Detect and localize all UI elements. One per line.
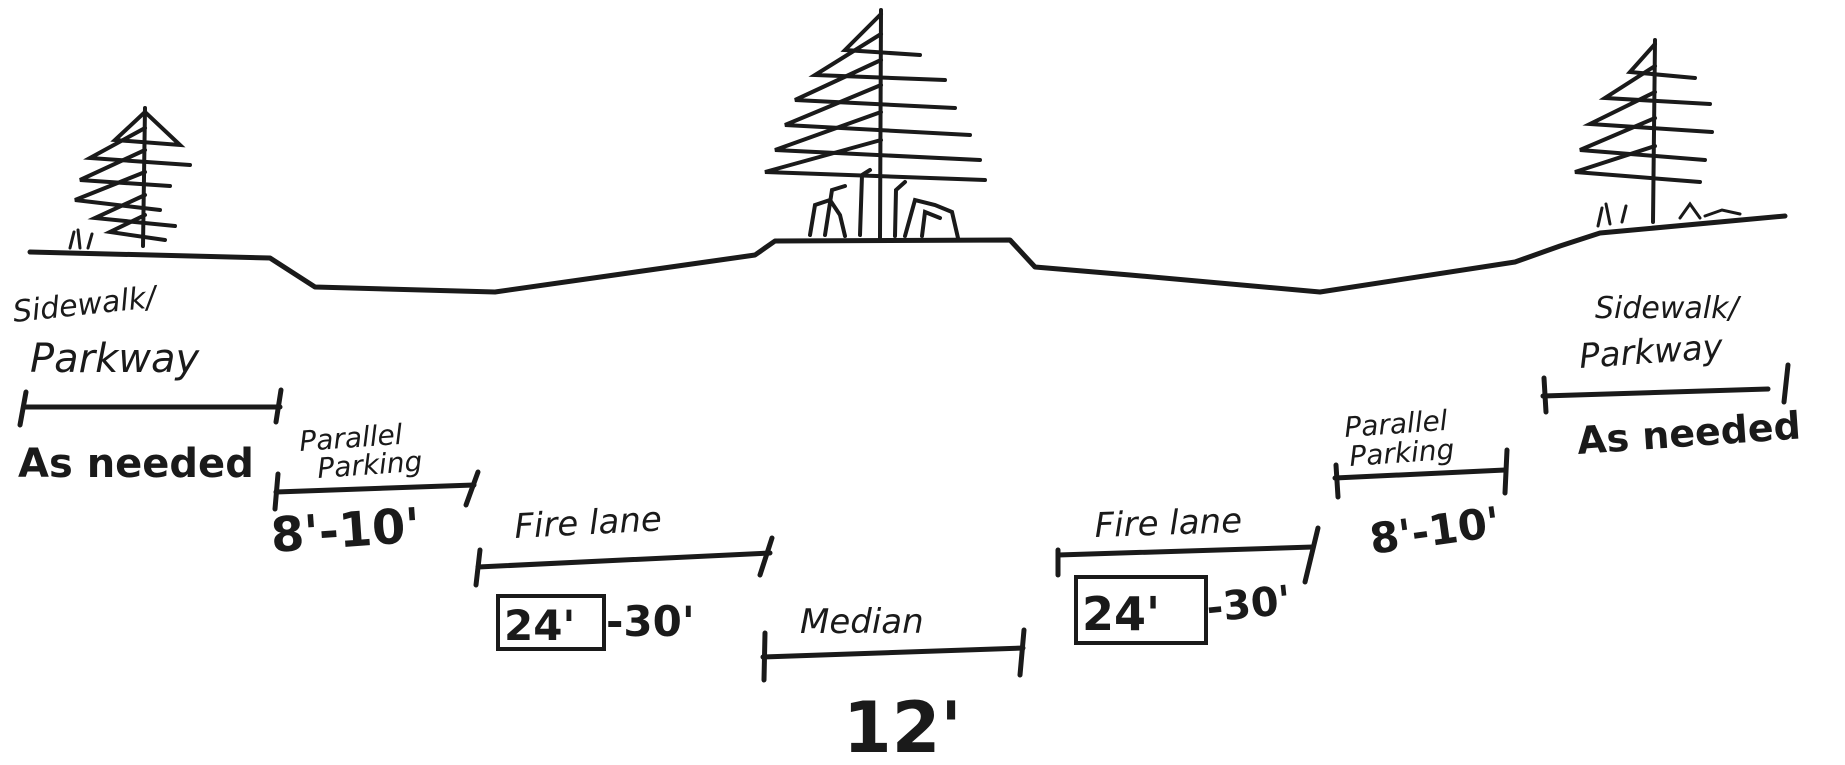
right-parking-label-line1: Parallel <box>1343 404 1449 444</box>
right-sidewalk-label-line2: Parkway <box>1578 327 1725 377</box>
right-sidewalk-value: As needed <box>1576 403 1803 463</box>
left-parking-dimension-bar <box>272 469 481 512</box>
left-fire-lane-dimension-bar <box>473 535 775 588</box>
right-sidewalk-dimension-bar <box>1540 362 1791 415</box>
left-fire-lane-highlight-box <box>496 594 606 651</box>
left-parking-value: 8'-10' <box>269 498 422 564</box>
left-parking-label-line1: Parallel <box>298 418 404 458</box>
left-sidewalk-label-line2: Parkway <box>30 336 200 382</box>
right-fire-lane-boxed-value: 24' <box>1082 587 1160 641</box>
left-fire-lane-label: Fire lane <box>513 499 662 547</box>
left-sidewalk-value: As needed <box>18 441 254 487</box>
right-parking-label-line2: Parking <box>1348 433 1455 473</box>
left-fire-lane-boxed-value: 24' <box>504 601 575 650</box>
right-parking-value: 8'-10' <box>1367 497 1503 564</box>
ground-profile-line <box>27 213 1788 295</box>
right-parking-dimension-bar <box>1332 447 1510 500</box>
left-shrub-icon <box>68 228 94 250</box>
left-parking-label-line2: Parking <box>316 445 423 485</box>
left-tree-icon <box>74 106 192 248</box>
right-tree-icon <box>1574 38 1714 224</box>
right-fire-lane-highlight-box <box>1074 575 1208 645</box>
center-shrub-icon <box>808 168 960 240</box>
median-label: Median <box>800 602 924 642</box>
right-shrub-icon <box>1596 201 1742 228</box>
left-sidewalk-dimension-bar <box>17 387 284 428</box>
right-fire-lane-range-value: -30' <box>1204 577 1293 632</box>
median-dimension-bar <box>760 627 1027 683</box>
left-fire-lane-range-value: -30' <box>606 597 695 646</box>
right-fire-lane-label: Fire lane <box>1094 501 1243 546</box>
median-value: 12' <box>843 687 962 760</box>
right-fire-lane-dimension-bar <box>1055 525 1321 585</box>
center-tree-icon <box>764 8 987 240</box>
left-sidewalk-label-line1: Sidewalk/ <box>11 280 160 330</box>
right-sidewalk-label-line1: Sidewalk/ <box>1595 291 1742 326</box>
